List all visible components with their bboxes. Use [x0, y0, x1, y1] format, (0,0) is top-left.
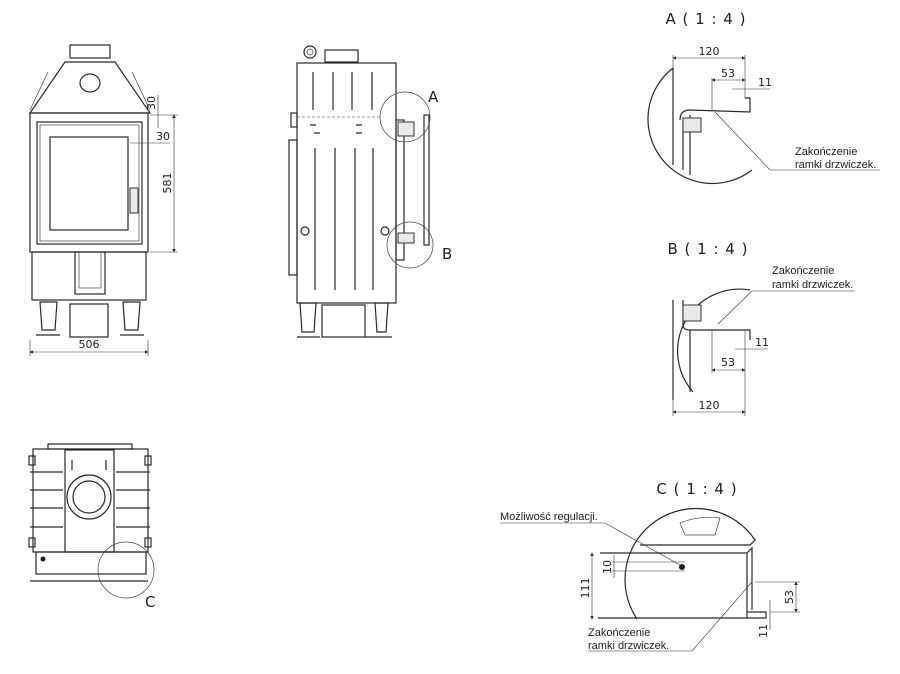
dim-width: 506	[79, 338, 100, 351]
legs	[39, 301, 141, 331]
front-view: 506 581 30 30	[28, 44, 178, 356]
detail-b-marker: B	[442, 245, 452, 263]
detail-b-circle	[386, 221, 434, 269]
top-body	[32, 448, 149, 553]
dim-53: 53	[721, 67, 735, 80]
dim-120: 120	[699, 45, 720, 58]
door-glass	[49, 136, 129, 231]
door-plate	[423, 114, 430, 246]
flue-outlet-icon	[66, 474, 112, 520]
side-handle	[288, 139, 298, 276]
dim-11: 11	[755, 336, 769, 349]
note-line2: ramki drzwiczek.	[588, 640, 669, 652]
note-line2: ramki drzwiczek.	[795, 159, 876, 171]
dim-53: 53	[721, 356, 735, 369]
ash-box	[69, 303, 109, 338]
dim-111: 111	[579, 578, 592, 599]
door-handle	[129, 187, 139, 214]
detail-c-circle	[97, 541, 155, 599]
dim-side: 30	[156, 130, 170, 143]
detail-c-marker: C	[145, 593, 155, 611]
door-frame	[36, 121, 143, 245]
detail-a-marker: A	[428, 88, 439, 106]
top-view: C	[28, 443, 155, 611]
detail-c-title: C ( 1 : 4 )	[656, 480, 737, 498]
note-line1: Zakończenie	[772, 265, 834, 277]
side-body	[296, 62, 397, 304]
dim-10: 10	[601, 560, 614, 574]
detail-b-title: B ( 1 : 4 )	[668, 240, 749, 258]
dim-120: 120	[699, 399, 720, 412]
lower-panel	[31, 251, 147, 301]
dim-11: 11	[758, 76, 772, 89]
dim-height: 581	[161, 173, 174, 194]
dim-11: 11	[757, 624, 770, 638]
detail-a-title: A ( 1 : 4 )	[666, 10, 747, 28]
detail-a-circle	[379, 91, 431, 143]
detail-c: C ( 1 : 4 ) 111 10 53 11 Możliwość regul…	[500, 480, 800, 652]
adjust-point	[679, 564, 685, 570]
note-line1: Zakończenie	[795, 146, 857, 158]
side-view: A B	[288, 45, 452, 338]
body	[29, 112, 149, 253]
adjust-note: Możliwość regulacji.	[500, 511, 598, 523]
note-line1: Zakończenie	[588, 627, 650, 639]
dim-top: 30	[145, 96, 158, 110]
detail-a: A ( 1 : 4 ) 120 53 11 Zakończenie ramki …	[647, 10, 880, 185]
hood	[28, 61, 152, 114]
flue-collar	[69, 44, 111, 59]
air-inlet-icon	[79, 73, 101, 93]
detail-b: B ( 1 : 4 ) 120 53 11 Zakończenie ramki …	[668, 240, 855, 416]
dim-53: 53	[783, 590, 796, 604]
note-line2: ramki drzwiczek.	[772, 279, 853, 291]
